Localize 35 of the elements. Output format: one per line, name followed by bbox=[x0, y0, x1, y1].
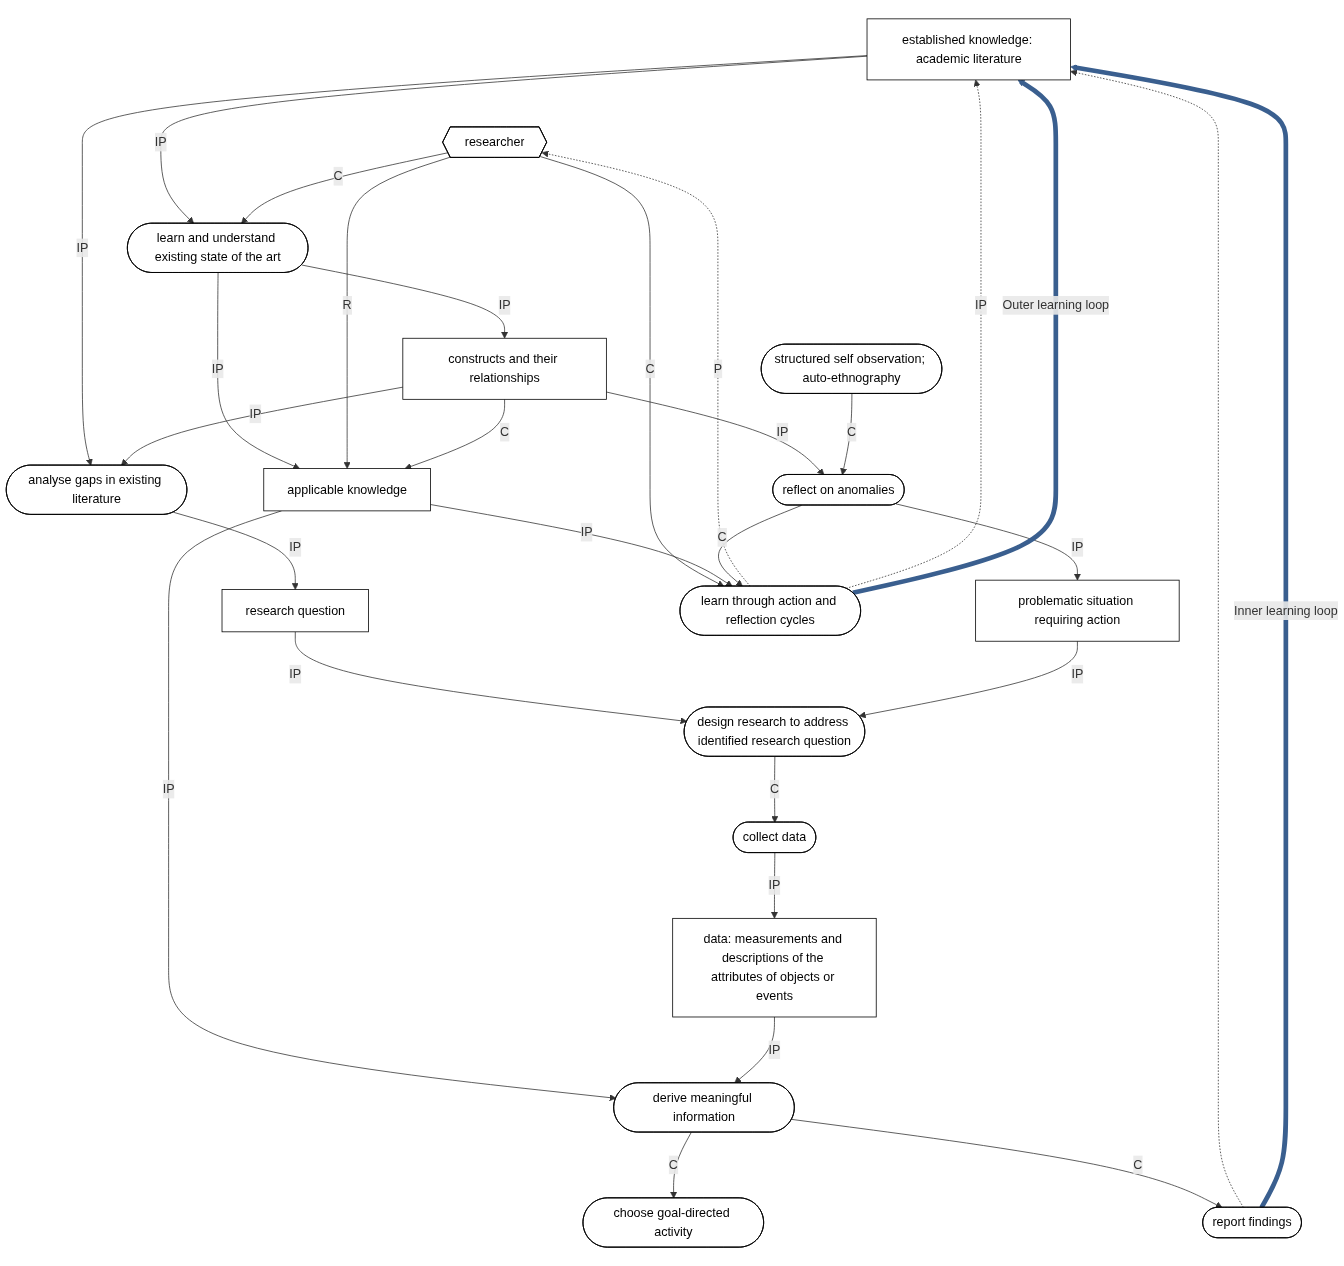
edge-label: Outer learning loop bbox=[1002, 298, 1110, 312]
edge-label: IP bbox=[768, 1042, 781, 1057]
arrow bbox=[852, 79, 1059, 596]
edge-label: IP bbox=[249, 406, 262, 421]
node-box: constructs and their relationships bbox=[402, 337, 607, 400]
node-box: data: measurements and descriptions of the attributes of objects or events bbox=[672, 917, 877, 1018]
node-box: established knowledge: academic literature bbox=[866, 18, 1071, 81]
edge-label: C bbox=[1133, 1157, 1143, 1172]
edge-label: IP bbox=[76, 240, 89, 255]
edge-label: C bbox=[333, 169, 343, 183]
edge-label: Inner learning loop bbox=[1233, 603, 1338, 617]
edge-label: C bbox=[645, 361, 655, 376]
edge-label: C bbox=[668, 1157, 678, 1172]
edge-label: IP bbox=[289, 540, 302, 554]
edge-label: IP bbox=[289, 667, 302, 681]
edge-label: IP bbox=[154, 135, 167, 149]
edge-label: IP bbox=[776, 425, 789, 439]
node-box: problematic situation requiring action bbox=[975, 579, 1180, 642]
edge-label: IP bbox=[768, 878, 781, 892]
edge-label: IP bbox=[162, 782, 175, 796]
edge-label: C bbox=[500, 425, 510, 439]
edge-label: C bbox=[769, 782, 779, 796]
node-box: research question bbox=[221, 589, 369, 633]
node-box: applicable knowledge bbox=[263, 468, 431, 512]
edge-label: IP bbox=[211, 361, 224, 376]
edge-label: C bbox=[717, 530, 727, 544]
edge-label: R bbox=[342, 298, 352, 312]
edge-label: P bbox=[713, 361, 723, 376]
edge-label: IP bbox=[1071, 540, 1084, 554]
edge-label: IP bbox=[498, 298, 511, 312]
edge-label: IP bbox=[580, 525, 593, 539]
edge-label: IP bbox=[1071, 667, 1084, 681]
edge-label: C bbox=[847, 425, 857, 439]
arrow bbox=[1070, 64, 1289, 1209]
edge-label: IP bbox=[975, 298, 987, 312]
